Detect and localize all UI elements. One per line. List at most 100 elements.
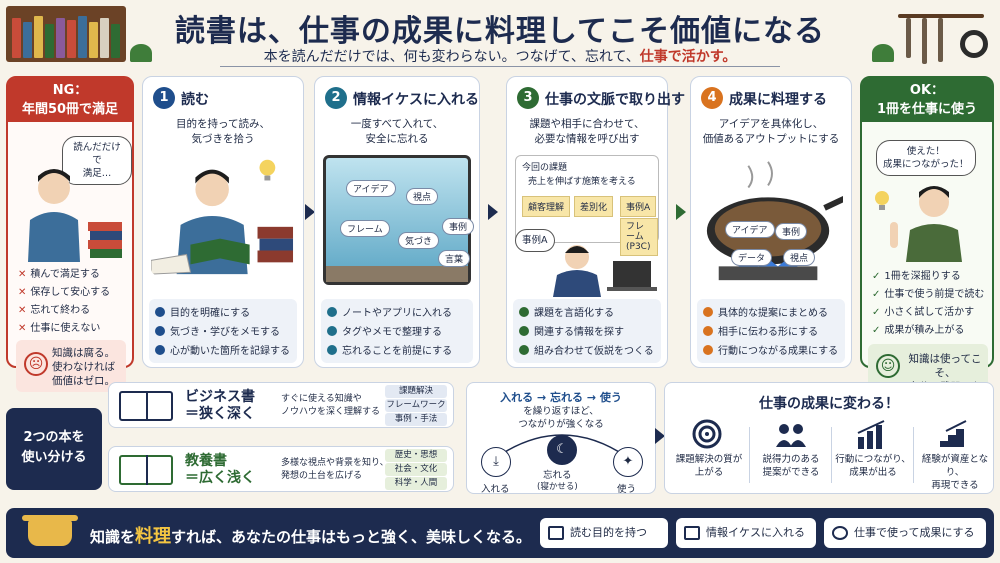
flow-arrow xyxy=(488,204,498,220)
step-checklist: ノートやアプリに入れる タグやメモで整理する 忘れることを前提にする xyxy=(321,299,473,363)
step-card-read: 1 読む 目的を持って読み、 気づきを拾う 目的を明確にする 気づき・学びをメモ… xyxy=(142,76,304,368)
check-icon xyxy=(155,326,165,336)
cycle-diagram: 入れる → 忘れる → 使う を繰り返すほど、 つながりが強くなる ⤓ 入れる … xyxy=(466,382,656,495)
ok-speech-bubble: 使えた！ 成果につながった！ xyxy=(876,140,976,176)
banner-tag: 情報イケスに入れる xyxy=(676,518,816,548)
ng-note-box: ☹ 知識は腐る。 使わなければ 価値はゼロ。 xyxy=(16,340,126,392)
ok-heading: OK： 1冊を仕事に使う xyxy=(862,78,992,122)
sticky-note: フレーム (P3C) xyxy=(620,218,658,256)
idea-tag: 気づき xyxy=(398,232,440,249)
checklist-item: 心が動いた箇所を記録する xyxy=(155,342,291,361)
reading-person-illustration xyxy=(151,159,294,275)
ng-list-item: ✕仕事に使えない xyxy=(18,323,101,334)
target-icon xyxy=(692,419,726,449)
step-card-fish-tank: 2 情報イケスに入れる 一度すべて入れて、 安全に忘れる アイデア 視点 フレー… xyxy=(314,76,480,368)
frying-pan-icon xyxy=(960,30,988,58)
step-description: 一度すべて入れて、 安全に忘れる xyxy=(350,118,444,145)
cycle-node-sublabel: (寝かせる) xyxy=(537,482,578,492)
case-bubble: 事例A xyxy=(515,229,555,252)
ng-list-item: ✕忘れて終わる xyxy=(18,305,91,316)
sticky-note: 事例A xyxy=(620,196,657,217)
checklist-item: 行動につながる成果にする xyxy=(703,342,839,361)
check-icon xyxy=(519,307,529,317)
checklist-item: 関連する情報を探す xyxy=(519,323,655,342)
bottom-banner: 知識を料理すれば、あなたの仕事はもっと強く、美味しくなる。 読む目的を持つ 情報… xyxy=(6,508,994,558)
idea-tag: アイデア xyxy=(346,180,396,197)
step-number: 4 xyxy=(701,87,723,109)
business-book-title: ビジネス書 ＝狭く深く xyxy=(185,389,255,422)
check-icon xyxy=(327,307,337,317)
result-label: 行動につながり、 成果が出る xyxy=(835,454,911,478)
kitchen-tools-illustration xyxy=(892,8,992,72)
idea-tag: 視点 xyxy=(406,188,439,205)
check-icon xyxy=(519,326,529,336)
ok-card: OK： 1冊を仕事に使う 使えた！ 成果につながった！ ✓1冊を深掘りする ✓仕… xyxy=(860,76,994,407)
topic-chip: 事例・手法 xyxy=(385,413,447,426)
ok-list-item: ✓1冊を深掘りする xyxy=(872,271,961,282)
idea-tag: フレーム xyxy=(340,220,390,237)
cycle-node-label: 入れる xyxy=(481,484,510,495)
laptop-person-illustration xyxy=(553,245,657,297)
step-description: 課題や相手に合わせて、 必要な情報を呼び出す xyxy=(529,118,645,145)
ingredient-tag: 事例 xyxy=(775,223,808,240)
plant-icon xyxy=(130,44,152,62)
frying-pan-illustration xyxy=(706,161,843,281)
step-description: 目的を持って読み、 気づきを拾う xyxy=(176,118,270,145)
pan-icon xyxy=(832,526,848,540)
moon-icon: ☾ xyxy=(547,435,577,465)
checklist-item: 気づき・学びをメモする xyxy=(155,323,291,342)
step-checklist: 課題を言語化する 関連する情報を探す 組み合わせて仮説をつくる xyxy=(513,299,661,363)
check-icon xyxy=(519,345,529,355)
step-checklist: 具体的な提案にまとめる 相手に伝わる形にする 行動につながる成果にする xyxy=(697,299,845,363)
checklist-item: 組み合わせて仮説をつくる xyxy=(519,342,655,361)
ok-list-item: ✓小さく試して活かす xyxy=(872,307,975,318)
result-label: 説得力のある 提案ができる xyxy=(762,454,820,478)
sticky-note: 顧客理解 xyxy=(522,196,571,217)
result-item: 行動につながり、 成果が出る xyxy=(833,419,913,489)
banner-tag: 読む目的を持つ xyxy=(540,518,668,548)
checklist-item: 課題を言語化する xyxy=(519,304,655,323)
checklist-item: 目的を明確にする xyxy=(155,304,291,323)
two-books-label: 2つの本を 使い分ける xyxy=(6,408,102,490)
ok-list: ✓1冊を深掘りする ✓仕事で使う前提で読む ✓小さく試して活かす ✓成果が積み上… xyxy=(872,268,984,340)
culture-book-row: 教養書 ＝広く浅く 多様な視点や背景を知り、 発想の土台を広げる 歴史・思想 社… xyxy=(108,446,454,492)
subtitle-divider xyxy=(220,66,780,67)
step-title: 成果に料理する xyxy=(729,92,827,108)
flow-arrow xyxy=(676,204,686,220)
bar-chart-icon xyxy=(856,419,890,449)
ng-heading: NG： 年間50冊で満足 xyxy=(8,78,132,122)
result-item: 経験が資産となり、 再現できる xyxy=(915,419,995,491)
banner-tag: 仕事で使って成果にする xyxy=(824,518,986,548)
ingredient-tag: アイデア xyxy=(725,221,775,238)
cycle-node-label: 使う xyxy=(617,484,637,495)
board-subtitle: 売上を伸ばす施策を考える xyxy=(528,177,636,187)
checklist-item: ノートやアプリに入れる xyxy=(327,304,467,323)
divider xyxy=(749,427,750,483)
page-title: 読書は、仕事の成果に料理してこそ価値になる xyxy=(174,14,826,49)
topic-chip: 歴史・思想 xyxy=(385,449,447,462)
ingredient-tag: 視点 xyxy=(783,249,816,266)
divider xyxy=(831,427,832,483)
results-title: 仕事の成果に変わる！ xyxy=(759,396,899,412)
open-book-icon xyxy=(119,391,173,421)
ingredient-tag: データ xyxy=(731,249,773,266)
ok-list-item: ✓成果が積み上がる xyxy=(872,325,965,336)
result-item: 説得力のある 提案ができる xyxy=(751,419,831,489)
checklist-item: 相手に伝わる形にする xyxy=(703,323,839,342)
step-title: 仕事の文脈で取り出す xyxy=(545,92,685,108)
open-book-icon xyxy=(119,455,173,485)
cycle-subtitle: を繰り返すほど、 つながりが強くなる xyxy=(518,406,604,430)
ng-card: NG： 年間50冊で満足 読んだだけで 満足… ✕積んで満足する ✕保存して安心… xyxy=(6,76,134,392)
check-icon xyxy=(327,326,337,336)
book-icon xyxy=(548,526,564,540)
fish-tank-illustration: アイデア 視点 フレーム 気づき 事例 言葉 xyxy=(323,155,475,285)
checklist-item: タグやメモで整理する xyxy=(327,323,467,342)
cycle-title: 入れる → 忘れる → 使う xyxy=(500,391,622,404)
topic-chip: 科学・人間 xyxy=(385,477,447,490)
banner-message: 知識を料理すれば、あなたの仕事はもっと強く、美味しくなる。 xyxy=(90,526,532,547)
check-icon xyxy=(703,326,713,336)
check-icon xyxy=(703,307,713,317)
smile-face-icon: ☺ xyxy=(876,354,900,378)
presentation-icon xyxy=(774,419,808,449)
idea-tag: 事例 xyxy=(442,218,475,235)
